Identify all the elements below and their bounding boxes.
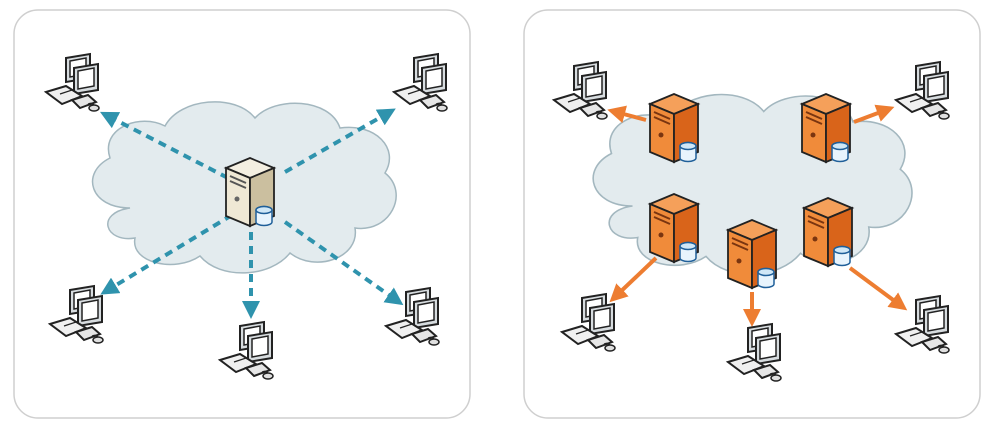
server-icon bbox=[727, 219, 777, 289]
connection-arrow-bottom-left bbox=[100, 213, 234, 295]
server-icon bbox=[649, 193, 699, 263]
single-server-diagram bbox=[13, 9, 471, 419]
server-icon bbox=[803, 197, 853, 267]
server-icon bbox=[801, 93, 851, 163]
connection-arrow-bottom-right bbox=[283, 220, 404, 306]
server-icon bbox=[649, 93, 699, 163]
server-icon bbox=[225, 157, 275, 227]
connection-arrow-top-left bbox=[607, 105, 647, 124]
connection-arrow-bottom-right bbox=[848, 266, 908, 311]
connection-arrow-bottom-left bbox=[609, 256, 658, 303]
distributed-servers-diagram bbox=[523, 9, 981, 419]
connection-arrow-top-right bbox=[853, 104, 895, 124]
connection-arrow-top-right bbox=[284, 108, 396, 174]
connection-arrow-top-left bbox=[100, 111, 229, 180]
